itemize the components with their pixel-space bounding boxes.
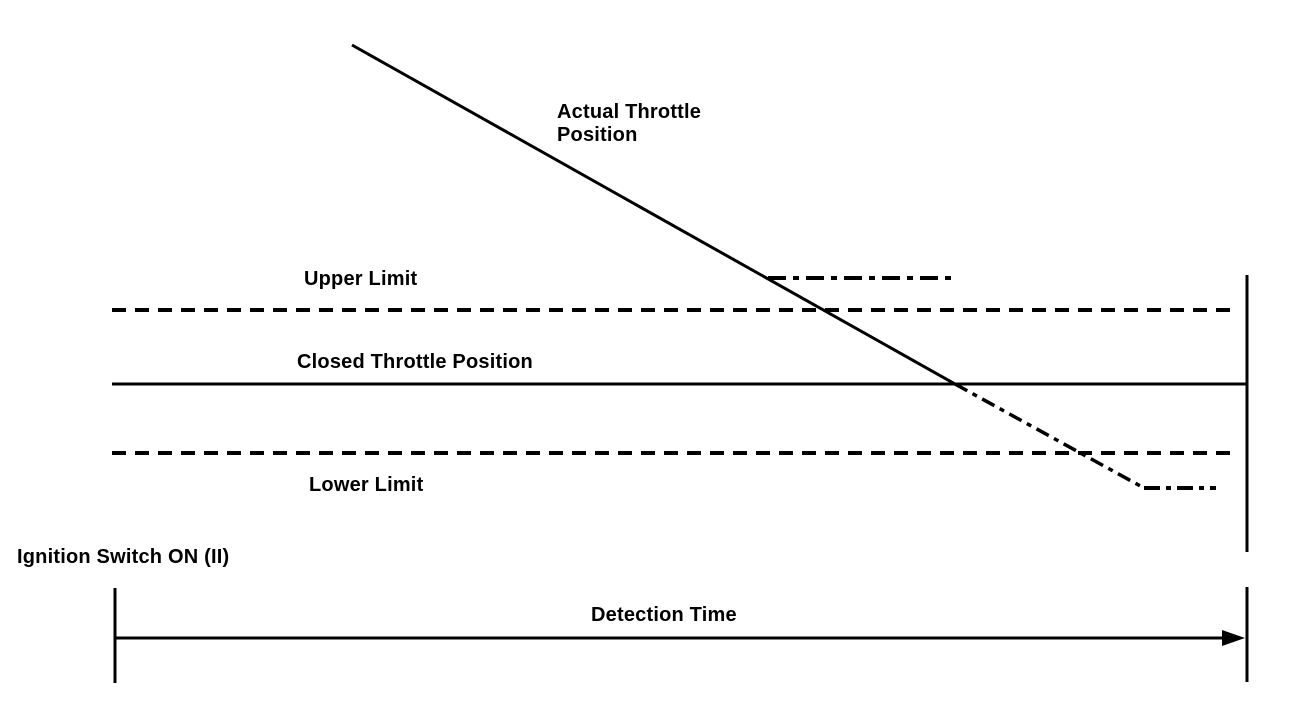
actual-throttle-label: Actual Throttle Position (557, 101, 702, 146)
actual-throttle-line-dashdot-falling (954, 382, 1145, 490)
arrowhead-icon (1222, 630, 1245, 646)
actual-throttle-line-solid (351, 43, 956, 386)
upper-limit-label: Upper Limit (304, 268, 418, 290)
lower-limit-label: Lower Limit (309, 474, 424, 496)
closed-throttle-label: Closed Throttle Position (297, 351, 533, 373)
detection-time-label: Detection Time (591, 604, 737, 626)
ignition-switch-label: Ignition Switch ON (II) (17, 546, 230, 568)
